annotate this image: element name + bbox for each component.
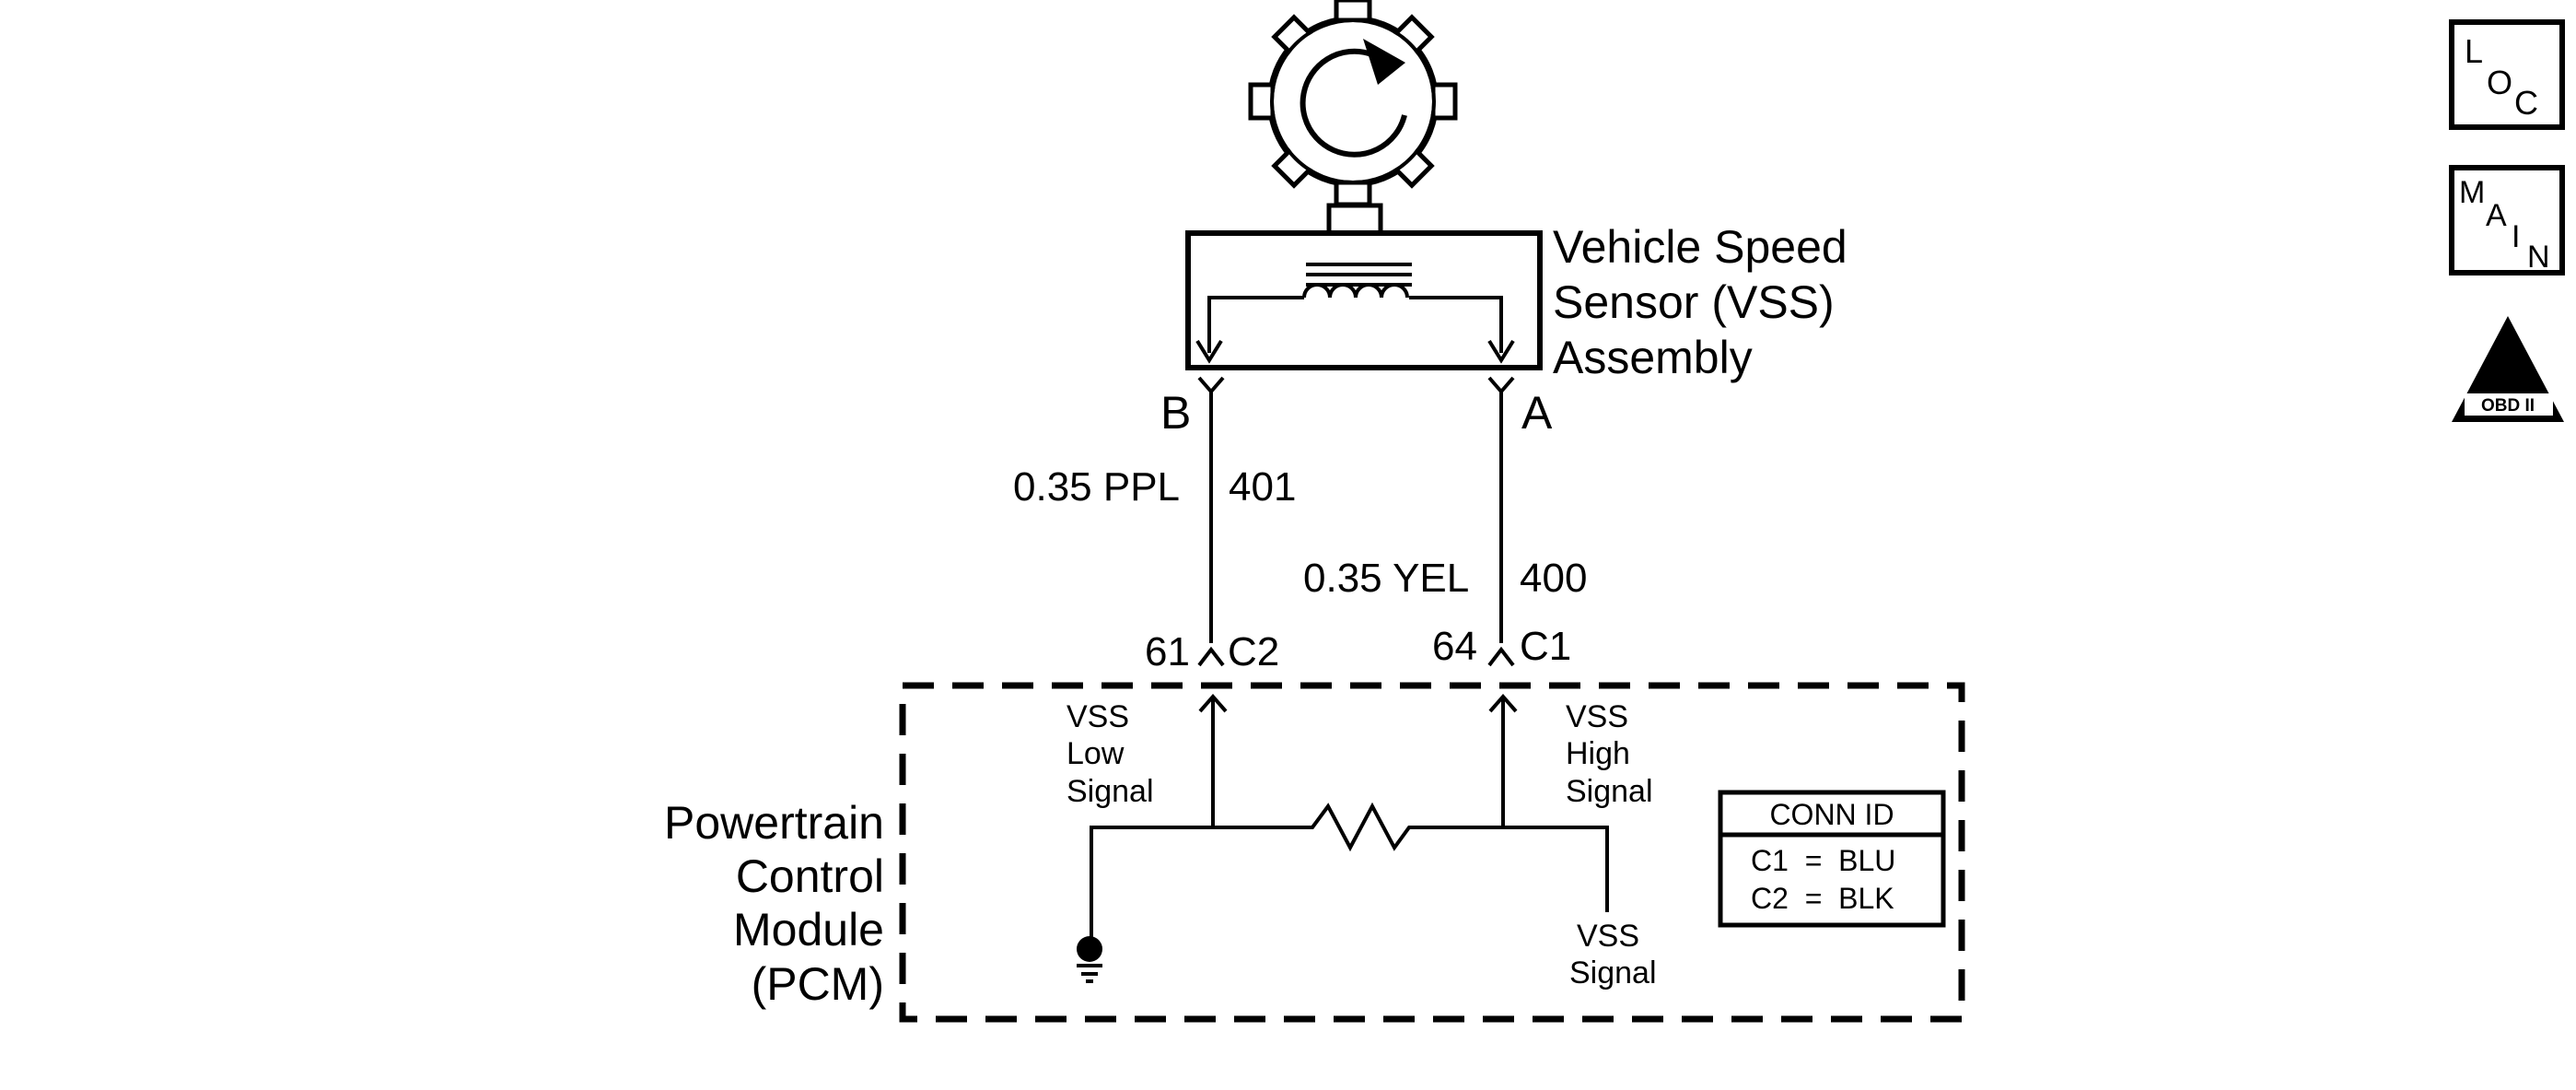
vss-low-line1: VSS [1067,699,1129,734]
pin-a-connector [1487,376,1515,395]
pin-a-label: A [1521,387,1553,439]
loc-letter-l: L [2465,32,2483,70]
pcm-internal-circuit [1090,693,1609,942]
conn-id-row1: C1 = BLU [1751,844,1895,877]
pin-b-label: B [1160,387,1191,439]
sensor-title-line2: Sensor (VSS) [1553,276,1835,328]
pcm-title-line4: (PCM) [752,958,884,1010]
vss-sensor-body [1185,203,1543,370]
sensor-title-line1: Vehicle Speed [1553,221,1847,273]
wire-400-gauge: 0.35 YEL [1303,556,1469,601]
vss-high-line2: High [1566,736,1630,771]
c1-connector-label: C1 [1520,624,1571,669]
conn-id-table [1718,790,1946,928]
wire-401-gauge: 0.35 PPL [1013,464,1180,510]
vss-signal-line1: VSS [1577,919,1639,954]
vss-signal-line2: Signal [1569,955,1657,990]
main-letter-m: M [2459,175,2485,210]
conn-id-row2: C2 = BLK [1751,882,1894,915]
wire-401-circuit: 401 [1229,464,1296,510]
pcm-title-line2: Control [736,850,884,902]
main-letter-i: I [2512,219,2520,254]
loc-badge-icon: L O C [2449,19,2565,130]
main-letter-a: A [2486,198,2507,233]
loc-letter-c: C [2514,84,2538,122]
c1-pin-number: 64 [1432,624,1477,669]
vss-low-line2: Low [1067,736,1125,771]
main-badge-icon: M A I N [2449,165,2565,275]
obd-roman-numeral: II [2498,355,2518,395]
conn-id-header: CONN ID [1769,798,1894,831]
c1-connector [1487,646,1515,667]
ground-icon [1077,936,1102,983]
c2-connector [1197,646,1225,667]
sensor-title-line3: Assembly [1553,332,1753,383]
wire-400-circuit: 400 [1520,556,1587,601]
vss-high-line3: Signal [1566,774,1653,809]
pin-b-connector [1197,376,1225,395]
reluctor-wheel-icon [1248,0,1458,207]
vss-low-line3: Signal [1067,774,1154,809]
vss-high-line1: VSS [1566,699,1628,734]
loc-letter-o: O [2487,64,2512,101]
pcm-title-line1: Powertrain [664,797,884,849]
main-letter-n: N [2527,240,2550,275]
c2-connector-label: C2 [1228,629,1279,674]
obd-ii-text: OBD II [2481,396,2535,416]
obd-ii-badge-icon: II OBD II [2452,316,2564,422]
pcm-title-line3: Module [733,904,884,955]
c2-pin-number: 61 [1145,629,1190,674]
